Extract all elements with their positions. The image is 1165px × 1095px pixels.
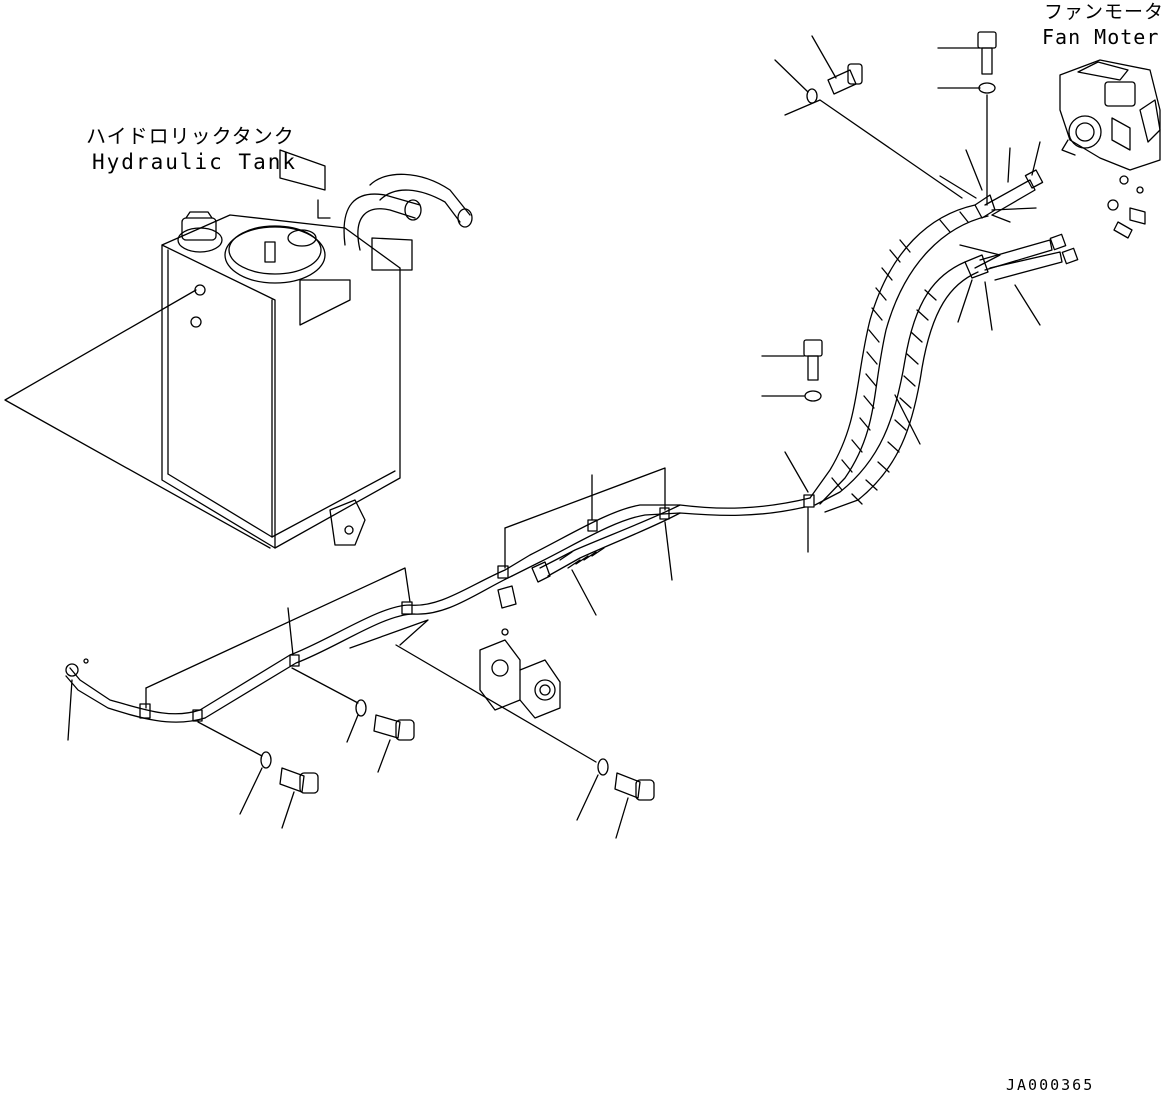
bolts-and-washers: [261, 32, 996, 800]
hydraulic-tank-label-jp: ハイドロリックタンク: [86, 124, 295, 148]
drawing-code: JA000365: [1006, 1076, 1095, 1094]
valve-block: [480, 629, 560, 718]
tank-callout-leaders: [5, 290, 270, 548]
hydraulic-tank: [162, 150, 472, 548]
hose-route-lower: [66, 495, 814, 722]
fan-motor-label-jp: ファンモータ: [1044, 1, 1165, 23]
fan-motor: [1060, 60, 1160, 238]
fan-motor-label-en: Fan Moter: [1042, 25, 1160, 49]
hose-bundle-upper: [810, 170, 1078, 512]
hydraulic-tank-label-en: Hydraulic Tank: [92, 150, 298, 174]
leader-lines: [68, 36, 1040, 838]
